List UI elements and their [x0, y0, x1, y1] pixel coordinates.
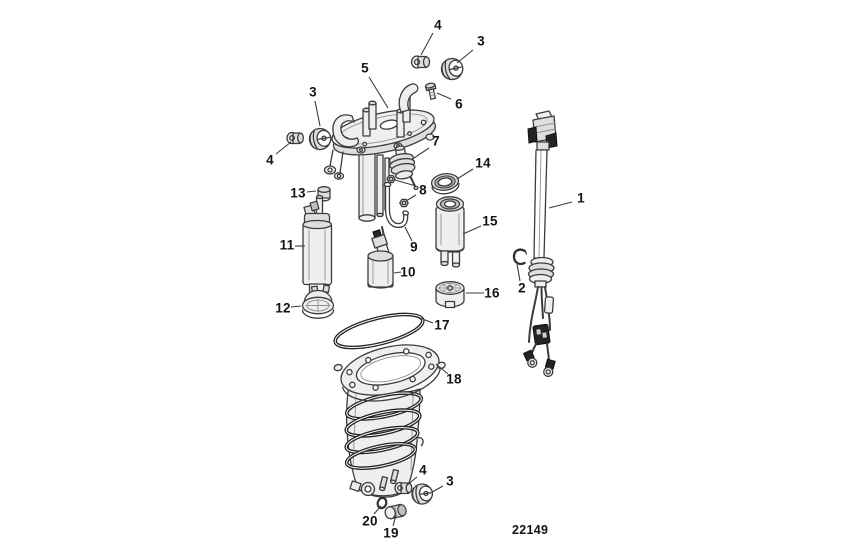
- retainer-clip: [512, 248, 528, 266]
- leader-line-9: [404, 226, 413, 242]
- strainer-cap: [301, 284, 335, 319]
- leader-line-7: [410, 147, 430, 161]
- callout-12: 12: [275, 300, 291, 316]
- leader-line-13: [306, 190, 317, 193]
- leader-line-17: [419, 317, 434, 324]
- o-ring-gasket: [333, 312, 425, 350]
- leader-line-3: [456, 49, 474, 64]
- nut-upper: [386, 174, 396, 184]
- leader-line-6: [436, 92, 452, 100]
- leader-line-10: [393, 271, 402, 274]
- callout-3: 3: [309, 84, 317, 100]
- callout-18: 18: [446, 371, 462, 387]
- bushing-left: [286, 131, 304, 145]
- filter-cup: [435, 281, 465, 309]
- callout-15: 15: [482, 213, 498, 229]
- callout-9: 9: [410, 239, 418, 255]
- leader-line-20: [373, 505, 382, 515]
- leader-line-8: [405, 194, 417, 202]
- leader-line-8: [394, 179, 417, 187]
- callout-1: 1: [577, 190, 585, 206]
- callout-4: 4: [266, 152, 274, 168]
- callout-5: 5: [361, 60, 369, 76]
- leader-line-12: [290, 305, 302, 308]
- leader-line-4: [420, 32, 434, 56]
- small-o-ring: [376, 496, 388, 510]
- callout-3: 3: [477, 33, 485, 49]
- bushing-top: [410, 55, 431, 69]
- leader-line-4: [405, 476, 418, 487]
- outlet-fitting: [388, 145, 419, 191]
- sleeve-and-connector: [367, 226, 394, 289]
- leader-line-3: [431, 485, 444, 493]
- bracket-hook-left: [332, 114, 360, 148]
- bracket-hook-top: [398, 83, 419, 113]
- nut-lower: [399, 198, 409, 208]
- callout-17: 17: [434, 317, 450, 333]
- leader-line-1: [548, 201, 573, 209]
- leader-line-4: [275, 141, 292, 155]
- callout-14: 14: [475, 155, 491, 171]
- callout-4: 4: [419, 462, 427, 478]
- callout-13: 13: [290, 185, 306, 201]
- leader-line-19: [392, 514, 397, 527]
- filter-element: [435, 196, 465, 268]
- drawing-number: 22149: [512, 523, 549, 537]
- grommet-top: [440, 57, 464, 81]
- inlet-bushing: [317, 186, 331, 202]
- leader-line-14: [456, 168, 474, 180]
- callout-16: 16: [484, 285, 500, 301]
- leader-line-5: [368, 76, 389, 109]
- callout-7: 7: [432, 133, 440, 149]
- screw: [424, 82, 437, 100]
- leader-line-18: [435, 363, 449, 375]
- seal-ring: [430, 173, 460, 195]
- leader-line-3: [314, 100, 321, 127]
- callout-6: 6: [455, 96, 463, 112]
- filter-housing: [333, 344, 446, 498]
- wiring-harness: [522, 110, 558, 378]
- fuel-hose: [383, 181, 410, 229]
- grommet-left: [308, 127, 332, 151]
- callout-4: 4: [434, 17, 442, 33]
- callout-8: 8: [419, 182, 427, 198]
- callout-3: 3: [446, 473, 454, 489]
- grommet-bottom: [411, 483, 434, 505]
- callout-2: 2: [518, 280, 526, 296]
- callout-19: 19: [383, 525, 399, 541]
- callout-11: 11: [279, 237, 295, 253]
- leader-line-15: [462, 225, 482, 235]
- callout-20: 20: [362, 513, 378, 529]
- leader-line-2: [516, 263, 521, 282]
- bushing-bottom: [394, 481, 413, 495]
- drain-plug: [384, 503, 407, 520]
- callout-10: 10: [400, 264, 416, 280]
